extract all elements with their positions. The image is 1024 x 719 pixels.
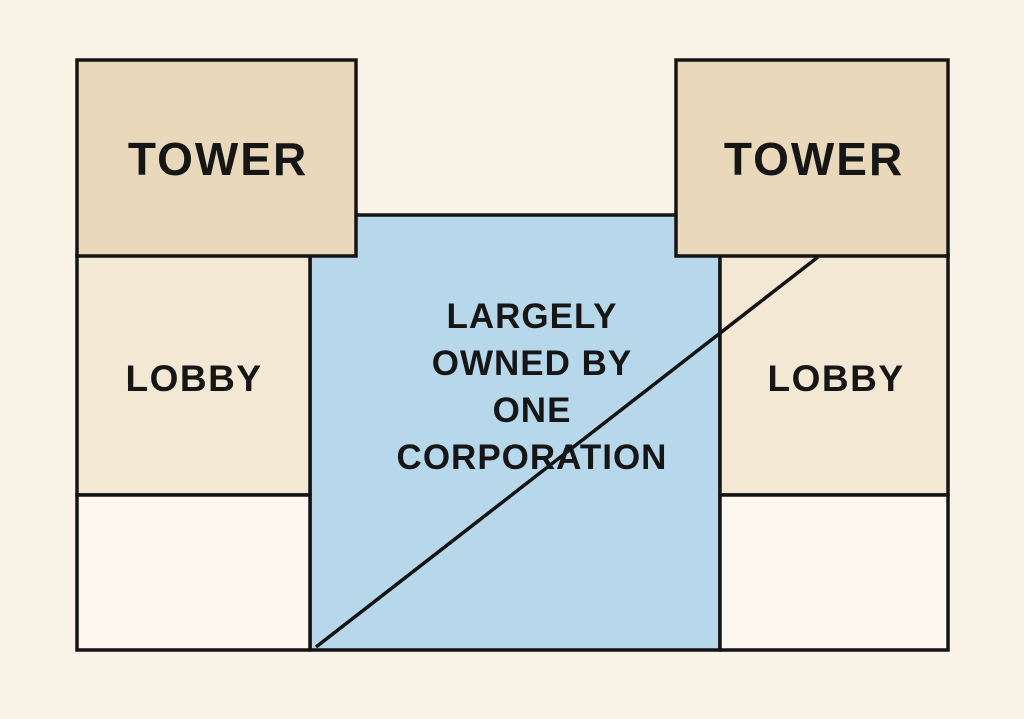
left-basement-box	[75, 493, 312, 652]
left-lobby-box	[75, 253, 312, 497]
right-tower-box	[674, 58, 950, 258]
center-ownership-label: LARGELY OWNED BY ONE CORPORATION	[397, 297, 668, 477]
center-label-line-2: OWNED BY	[432, 344, 633, 383]
right-tower-label: TOWER	[724, 133, 904, 185]
center-label-line-1: LARGELY	[446, 297, 617, 336]
diagonal-boundary-line	[314, 255, 820, 649]
left-tower-label: TOWER	[128, 133, 308, 185]
right-lobby-label: LOBBY	[768, 358, 905, 399]
left-lobby-label: LOBBY	[126, 358, 263, 399]
left-tower-box	[75, 58, 358, 258]
center-ownership-region	[308, 213, 722, 652]
center-label-line-4: CORPORATION	[397, 438, 668, 477]
right-basement-box	[718, 493, 950, 652]
center-label-line-3: ONE	[493, 391, 572, 430]
